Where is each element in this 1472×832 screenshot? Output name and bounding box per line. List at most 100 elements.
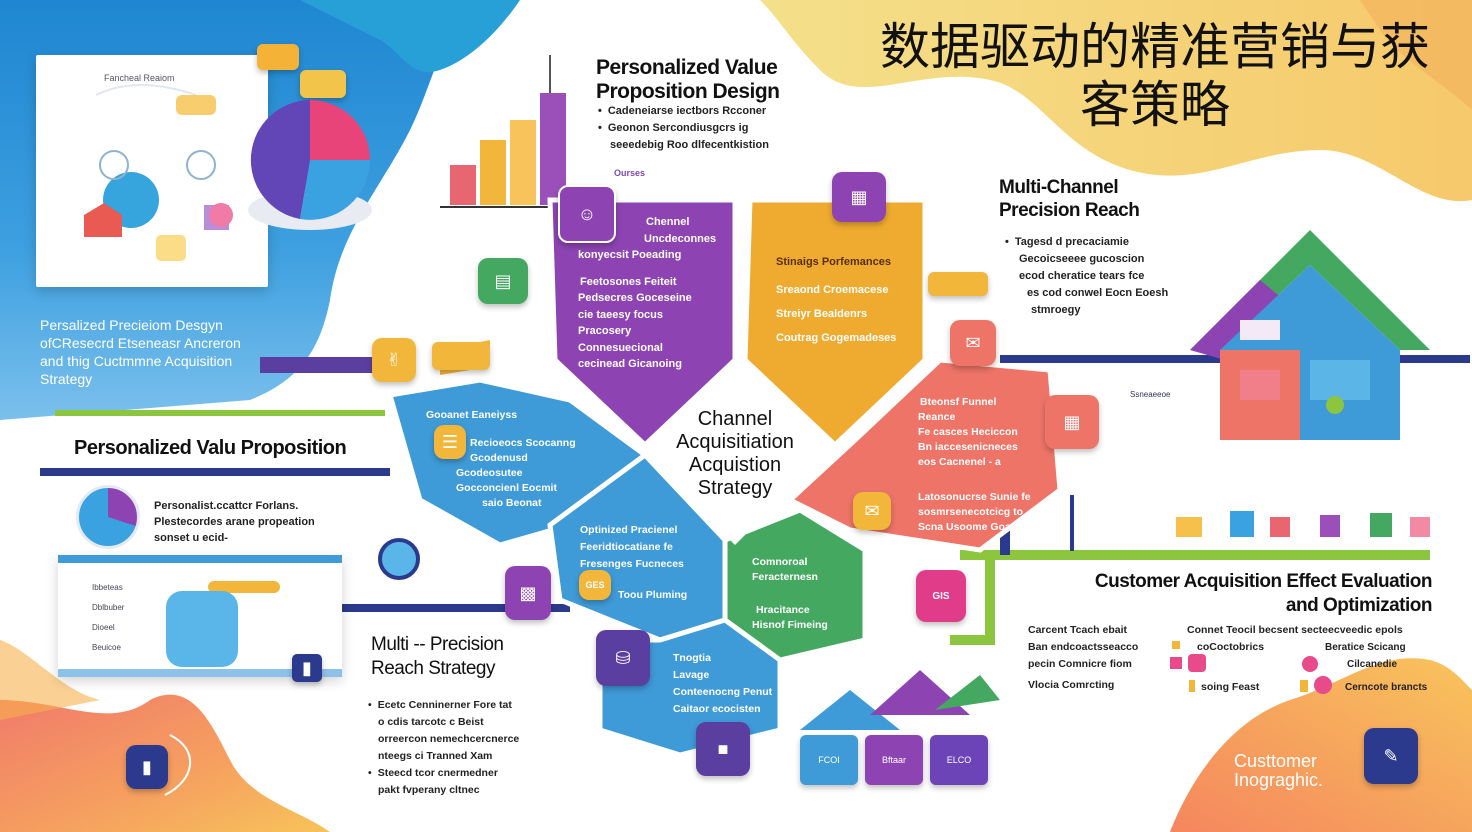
purple-line-4: Feetosones Feiteit (580, 275, 677, 288)
channel-diagram (386, 197, 1063, 758)
coral-line-7: sosmrsenecotcicg to (918, 506, 1024, 518)
cae-heading-line-2: and Optimization (1285, 595, 1433, 616)
dashboard-device (166, 591, 238, 667)
marker-orange (1172, 641, 1180, 649)
cae-column-1: Carcent Tcach ebait Ban endcoactsseacco … (1028, 622, 1138, 694)
blue-bottom-block: Tnogtia Lavage Conteenocng Penut Caitaor… (673, 650, 772, 718)
blue-mid-line-3: Fresenges Fucneces (580, 558, 684, 570)
dashboard-label-2: Dblbuber (92, 603, 125, 612)
purple-line-2: Uncdeconnes (644, 232, 717, 245)
bin-purple-label: Bftaar (881, 755, 906, 765)
mprs-bullet-2: Steecd tcor cnermedner (368, 765, 519, 782)
mprs-bullet-1-line-2: o cdis tarcotc c Beist (378, 716, 484, 728)
pvd-bullet-2-cont: seeedebig Roo dlfecentkistion (610, 139, 769, 151)
pvd-bullet-2: Geonon Sercondiusgcrs ig (598, 120, 769, 137)
blue-left-line-4: Gcodeosutee (456, 467, 523, 479)
pvp-heading: Personalized Valu Proposition (74, 437, 347, 459)
mail-icon: ✉ (950, 320, 996, 366)
blue-bottom-line-4: Caitaor ecocisten (673, 703, 761, 715)
coral-line-2: Reance (918, 411, 956, 423)
orange-block: Stinaigs Porfemances Sreaond Croemacese … (776, 250, 896, 350)
center-title: Channel Acquisitiation Acquistion Strate… (655, 408, 815, 500)
mprs-bullets: Ecetc Cenninerner Fore tat o cdis tarcot… (368, 697, 520, 799)
pvd-bullets: Cadeneiarse iectbors Rcconer Geonon Serc… (598, 103, 769, 154)
coral-line-6: Latosonucrse Sunie fe (918, 491, 1031, 503)
cae-heading: Customer Acquisition Effect Evaluation a… (1022, 570, 1433, 618)
mcpr-heading-line-2: Precision Reach (999, 200, 1140, 221)
document-title: Fancheal Reaiom (104, 73, 175, 83)
document-illustration: Fancheal Reaiom (36, 55, 268, 287)
bar-mini-icon: ▮ (292, 654, 322, 682)
hand-icon: ✌ (372, 338, 416, 382)
orange-line-2: Sreaond Croemacese (776, 284, 889, 296)
left-caption-line-1: Persalized Precieiom Desgyn (40, 317, 223, 333)
mcpr-bullet-line-4: es cod conwel Eocn Eoesh (1027, 287, 1169, 299)
coral-line-4: Bn iaccesenicneces (918, 441, 1018, 453)
coral-line-8: Scna Usoome Goa cs (918, 521, 1026, 533)
dashboard-pill (208, 581, 280, 593)
house-illustration (1190, 230, 1430, 440)
mcpr-bullets: Tagesd d precaciamie Gecoicseeee gucosci… (1005, 234, 1168, 319)
pvd-bullet-1: Cadeneiarse iectbors Rcconer (598, 103, 769, 120)
calendar-icon: ▦ (1045, 395, 1099, 449)
marker-yellow (1300, 680, 1308, 692)
cae-col2-line-3: soing Feast (1201, 681, 1260, 693)
center-title-line-2: Acquisitiation (676, 431, 794, 453)
tag-small-1-icon (432, 342, 490, 370)
chat-icon: ▤ (478, 258, 528, 304)
center-title-line-3: Acquistion (688, 454, 782, 476)
tag-small-2-icon (928, 272, 988, 296)
green-block: Comnoroal Feracternesn Hracitance Hisnof… (752, 555, 828, 633)
green-line-2: Feracternesn (752, 571, 818, 583)
dashboard-label-3: Dioeel (92, 623, 115, 632)
dashboard-label-1: Ibbeteas (92, 583, 123, 592)
blue-left-line-5: Gocconcienl Eocmit (456, 482, 557, 494)
coral-line-1: Bteonsf Funnel (920, 396, 997, 408)
dashboard-icon: ▦ (832, 172, 886, 222)
bin-blue-icon: FCOI (800, 735, 858, 785)
database-icon: ⛁ (596, 630, 650, 686)
blue-left-line-1: Gooanet Eaneiyss (426, 409, 518, 421)
marker-pink-circle (1302, 656, 1318, 672)
purple-line-3: konyecsit Poeading (578, 249, 682, 261)
orange-line-4: Coutrag Gogemadeses (776, 332, 897, 344)
ourses-label: Ourses (614, 168, 646, 178)
blue-mid-line-4: Toou Pluming (618, 589, 688, 601)
coral-block: Bteonsf Funnel Reance Fe casces Heciccon… (918, 395, 1031, 535)
cae-col2-line-2: coCoctobrics (1197, 641, 1265, 653)
brand-text: Custtomer Inograghic. (1234, 752, 1323, 790)
brand-logo-icon: ✎ (1364, 728, 1418, 784)
brand-line-1: Custtomer (1234, 751, 1318, 771)
pvd-heading: Personalized Value Proposition Design (596, 56, 780, 104)
mprs-bullet-1-line-4: nteegs ci Tranned Xam (378, 750, 493, 762)
document-icon: ☰ (434, 425, 466, 459)
snap-label: Ssneaeeoe (1130, 390, 1171, 399)
mprs-heading: Multi -- Precision Reach Strategy (371, 633, 504, 681)
green-line-4: Hisnof Fimeing (752, 619, 828, 631)
blue-bottom-line-1: Tnogtia (673, 652, 711, 664)
blue-left-block: Gooanet Eaneiyss Recioeocs Scocanng Gcod… (426, 408, 576, 511)
left-caption-line-4: Strategy (40, 371, 93, 387)
swoosh-icon (164, 734, 191, 796)
green-line-1: Comnoroal (752, 556, 808, 568)
mcpr-bullet-line-2: Gecoicseeee gucoscion (1019, 253, 1145, 265)
blue-left-line-2: Recioeocs Scocanng (470, 437, 576, 449)
pvp-pie (76, 485, 140, 549)
dashboard-label-4: Beuicoe (92, 643, 121, 652)
cae-column-2: Connet Teocil becsent secteecveedic epol… (1187, 622, 1403, 696)
cae-col1-line-4: Vlocia Comrcting (1028, 679, 1115, 691)
pie-chart-illustration (248, 100, 372, 230)
mcpr-heading-line-1: Multi-Channel (999, 177, 1119, 198)
magnifier-icon (378, 538, 420, 580)
bin-violet-label: ELCO (946, 755, 972, 765)
blue-bottom-line-3: Conteenocng Penut (673, 686, 773, 698)
cae-col3-line-2: Cilcanedie (1347, 659, 1398, 670)
gis-icon: GIS (916, 570, 966, 622)
purple-line-9: cecinead Gicanoing (578, 358, 682, 370)
bin-violet-icon: ELCO (930, 735, 988, 785)
pvp-text-line-2: Plestecordes arane propeation (154, 516, 315, 528)
orange-line-3: Streiyr Bealdenrs (776, 308, 868, 320)
center-title-line-1: Channel (697, 408, 773, 430)
mcpr-bullet-line-3: ecod cheratice tears fce (1019, 270, 1145, 282)
marker-pink-square (1170, 657, 1182, 669)
